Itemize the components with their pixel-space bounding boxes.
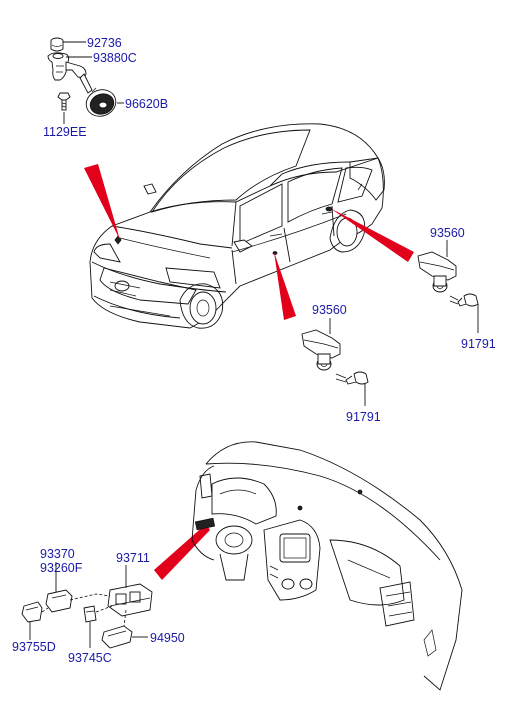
label-93370: 93370 xyxy=(40,547,75,561)
switch-leaders xyxy=(29,562,148,648)
screw-mid-91791 xyxy=(335,371,369,385)
switch-location xyxy=(194,517,216,531)
label-93560-right: 93560 xyxy=(430,226,465,240)
label-92736: 92736 xyxy=(87,36,122,50)
callout-hood xyxy=(84,164,120,240)
label-93560-mid: 93560 xyxy=(312,303,347,317)
label-93711: 93711 xyxy=(116,551,150,565)
label-93880c: 93880C xyxy=(93,51,137,65)
label-91791-right: 91791 xyxy=(461,337,496,351)
label-93260f: 93260F xyxy=(40,561,83,575)
label-93755d: 93755D xyxy=(12,640,56,654)
horn-leaders xyxy=(63,41,124,124)
assembly-dashes xyxy=(41,593,127,627)
door-switch-mid xyxy=(301,329,341,371)
door-switch-right xyxy=(417,251,457,293)
label-93745c: 93745C xyxy=(68,651,112,665)
label-1129ee: 1129EE xyxy=(43,125,87,139)
label-91791-mid: 91791 xyxy=(346,410,381,424)
callout-front-door xyxy=(274,252,296,320)
car-illustration xyxy=(89,123,385,329)
callout-rear-door xyxy=(330,208,414,262)
horn-assembly xyxy=(47,37,117,117)
label-96620b: 96620B xyxy=(125,97,168,111)
cap-92736 xyxy=(50,37,64,52)
callout-dashboard xyxy=(154,524,210,580)
horn-96620b xyxy=(85,87,117,117)
switch-94950 xyxy=(101,625,133,649)
switch-93260f xyxy=(45,589,73,613)
screw-right-91791 xyxy=(449,293,479,307)
switch-93745c xyxy=(83,605,97,623)
switch-93755d xyxy=(21,601,43,623)
dashboard-illustration xyxy=(191,441,463,691)
bolt-1129ee xyxy=(57,92,71,111)
callout-arrows xyxy=(84,164,414,580)
bracket-93880c xyxy=(47,52,93,94)
switch-bracket-93711 xyxy=(107,583,153,617)
label-94950: 94950 xyxy=(150,631,185,645)
